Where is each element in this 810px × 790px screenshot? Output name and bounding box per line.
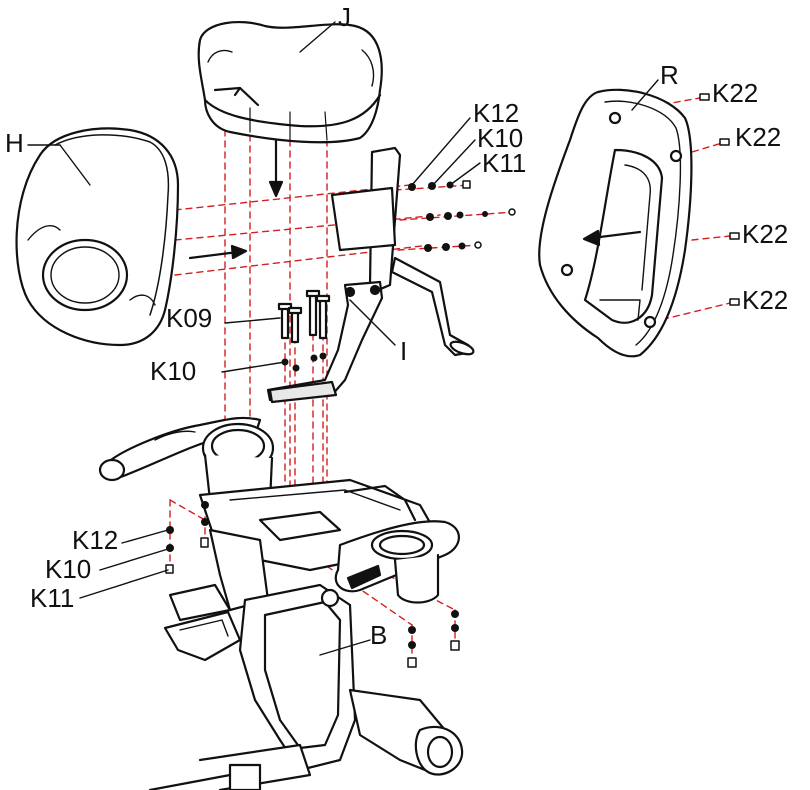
label-part-h: H — [5, 128, 24, 158]
label-k10-left: K10 — [45, 554, 92, 584]
arrow-left-icon — [582, 229, 642, 247]
backrest-part-h — [15, 127, 180, 347]
label-part-j: J — [338, 2, 351, 32]
rear-cover-part-r — [538, 88, 693, 358]
label-k22-1: K22 — [712, 78, 759, 108]
label-k22-4: K22 — [742, 285, 789, 315]
bolts-k09 — [277, 289, 331, 344]
hardware-group-top — [408, 180, 516, 252]
arrow-right-icon — [188, 244, 248, 260]
label-k22-2: K22 — [735, 122, 782, 152]
label-k12-left: K12 — [72, 525, 119, 555]
label-k22-3: K22 — [742, 219, 789, 249]
washers-k10-mid — [281, 352, 327, 372]
label-part-r: R — [660, 60, 679, 90]
label-k10-mid: K10 — [150, 356, 197, 386]
seat-cushion-part-j — [197, 20, 383, 144]
label-k11-left: K11 — [30, 583, 75, 613]
label-k09: K09 — [166, 303, 213, 333]
arrow-down-icon — [268, 138, 284, 198]
label-part-b: B — [370, 620, 388, 650]
label-k11-top: K11 — [482, 148, 527, 178]
label-k10-top: K10 — [477, 123, 524, 153]
label-k12-top: K12 — [473, 98, 520, 128]
hardware-lower-right — [407, 610, 460, 668]
screws-k22 — [699, 93, 740, 306]
seat-bracket-part-i — [266, 146, 475, 404]
hardware-lower-left — [165, 501, 209, 574]
label-part-i: I — [400, 336, 408, 366]
main-frame-part-b — [98, 416, 464, 790]
leader-lines — [27, 21, 659, 656]
